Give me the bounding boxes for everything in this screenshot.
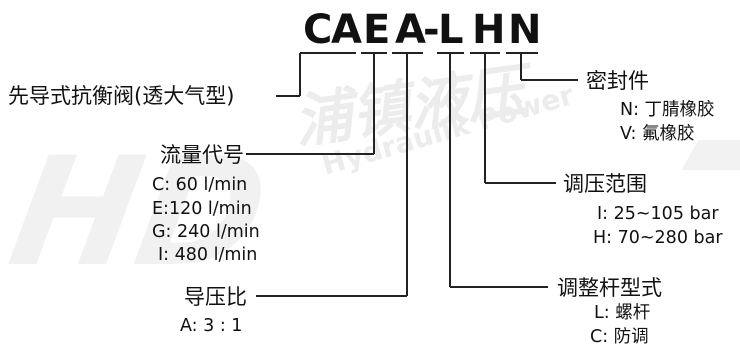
flow-option-c: C: 60 l/min bbox=[152, 175, 248, 195]
seal-option-v: V: 氟橡胶 bbox=[620, 124, 695, 144]
adjust-rod-title: 调整杆型式 bbox=[557, 276, 662, 300]
adjust-rod-option-c: C: 防调 bbox=[590, 327, 649, 347]
flow-option-i: I: 480 l/min bbox=[158, 245, 258, 265]
pilot-ratio-title: 导压比 bbox=[184, 285, 247, 309]
model-code-char-n: N bbox=[508, 7, 542, 53]
seal-title: 密封件 bbox=[586, 69, 649, 93]
pressure-range-option-i: I: 25~105 bar bbox=[597, 204, 719, 224]
type-title: 先导式抗衡阀(透大气型) bbox=[8, 84, 235, 108]
model-code-char-a2: A bbox=[395, 7, 426, 53]
flow-option-g: G: 240 l/min bbox=[152, 222, 260, 242]
adjust-rod-option-l: L: 螺杆 bbox=[594, 303, 651, 323]
model-code-char-e: E bbox=[363, 7, 391, 53]
flow-title: 流量代号 bbox=[160, 143, 244, 167]
pilot-ratio-option-a: A: 3 : 1 bbox=[180, 316, 243, 336]
flow-option-e: E:120 l/min bbox=[152, 199, 252, 219]
model-code-char-h: H bbox=[472, 7, 506, 53]
seal-option-n: N: 丁腈橡胶 bbox=[620, 100, 715, 120]
model-code-char-a: A bbox=[331, 7, 362, 53]
model-code-char-c: C bbox=[303, 7, 333, 53]
pressure-range-option-h: H: 70~280 bar bbox=[593, 228, 723, 248]
model-code-dash: - bbox=[423, 7, 440, 53]
pressure-range-title: 调压范围 bbox=[563, 172, 647, 196]
model-code-char-l: L bbox=[438, 7, 464, 53]
